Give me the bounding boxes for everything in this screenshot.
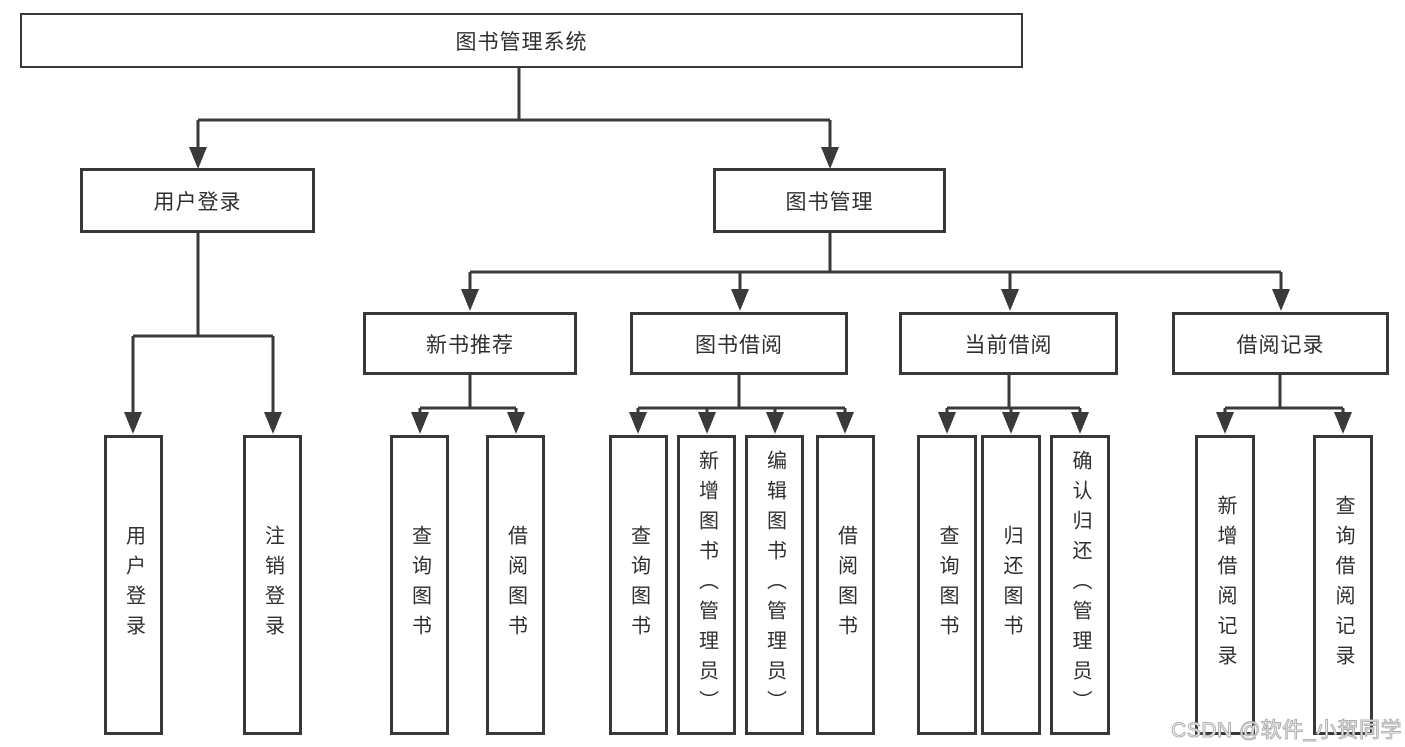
- node-recommend-borrow-books: 借阅图书: [486, 435, 545, 735]
- node-current-borrowing-label: 当前借阅: [964, 333, 1053, 357]
- connector-new-book-recommend-to-children: [411, 375, 525, 434]
- connector-user-login-to-children: [124, 233, 282, 434]
- node-current-query-books-label: 查询图书: [936, 525, 958, 645]
- node-logout-leaf-label: 注销登录: [261, 525, 284, 645]
- node-book-management: 图书管理: [713, 168, 946, 233]
- node-records-add-record-label: 新增借阅记录: [1214, 495, 1236, 675]
- csdn-watermark: CSDN @软件_小贺同学: [1171, 719, 1402, 743]
- node-current-borrowing: 当前借阅: [899, 312, 1118, 375]
- node-recommend-borrow-books-label: 借阅图书: [504, 525, 527, 645]
- node-book-borrowing: 图书借阅: [630, 312, 848, 375]
- node-new-book-recommend-label: 新书推荐: [426, 333, 514, 357]
- connector-book-borrowing-to-children: [629, 375, 854, 434]
- node-book-borrowing-label: 图书借阅: [695, 333, 783, 357]
- node-borrowing-records-label: 借阅记录: [1236, 333, 1325, 357]
- node-records-add-record: 新增借阅记录: [1195, 435, 1255, 735]
- node-recommend-query-books: 查询图书: [390, 435, 449, 735]
- node-borrow-add-books-label: 新增图书（管理员）: [695, 450, 718, 720]
- connector-borrowing-records-to-children: [1216, 375, 1352, 434]
- node-borrow-edit-books: 编辑图书（管理员）: [745, 435, 804, 735]
- node-current-return-books-label: 归还图书: [1000, 525, 1022, 645]
- node-new-book-recommend: 新书推荐: [363, 312, 577, 375]
- node-user-login-label: 用户登录: [153, 190, 242, 214]
- node-current-confirm-return-label: 确认归还（管理员）: [1069, 450, 1091, 720]
- node-recommend-query-books-label: 查询图书: [408, 525, 431, 645]
- node-borrow-query-books-label: 查询图书: [627, 525, 650, 645]
- node-login-leaf: 用户登录: [104, 435, 163, 735]
- node-logout-leaf: 注销登录: [243, 435, 302, 735]
- node-user-login: 用户登录: [80, 168, 315, 233]
- node-current-return-books: 归还图书: [981, 435, 1041, 735]
- node-borrow-add-books: 新增图书（管理员）: [677, 435, 736, 735]
- node-root-label: 图书管理系统: [455, 30, 588, 54]
- node-borrow-edit-books-label: 编辑图书（管理员）: [763, 450, 786, 720]
- connector-book-management-to-level3: [461, 233, 1290, 311]
- node-borrowing-records: 借阅记录: [1172, 312, 1389, 375]
- node-book-management-label: 图书管理: [785, 190, 874, 214]
- node-login-leaf-label: 用户登录: [122, 525, 145, 645]
- node-borrow-query-books: 查询图书: [609, 435, 668, 735]
- node-root: 图书管理系统: [20, 13, 1023, 68]
- connector-root-to-level2: [189, 68, 839, 169]
- node-records-query-record: 查询借阅记录: [1313, 435, 1373, 735]
- node-current-confirm-return: 确认归还（管理员）: [1050, 435, 1110, 735]
- connector-current-borrowing-to-children: [938, 375, 1089, 434]
- node-records-query-record-label: 查询借阅记录: [1332, 495, 1354, 675]
- node-borrow-borrow-books-label: 借阅图书: [834, 525, 857, 645]
- node-borrow-borrow-books: 借阅图书: [816, 435, 875, 735]
- node-current-query-books: 查询图书: [917, 435, 977, 735]
